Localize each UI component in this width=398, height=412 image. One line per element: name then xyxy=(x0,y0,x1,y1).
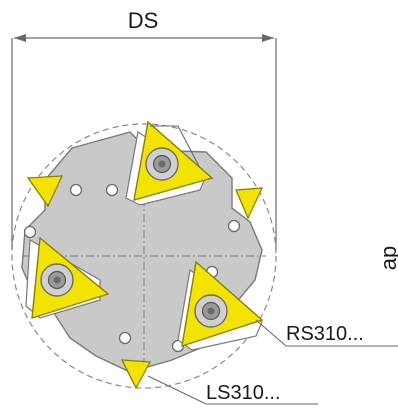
rs-callout: RS310... xyxy=(286,323,364,345)
insert-left xyxy=(31,236,110,319)
ap-label: ap xyxy=(376,246,398,270)
insert-right xyxy=(181,260,264,348)
insert-top xyxy=(133,120,214,201)
edge-inserts xyxy=(26,175,264,390)
leader-lines xyxy=(147,125,398,405)
ls-callout: LS310... xyxy=(206,382,281,404)
coolant-holes xyxy=(23,183,241,353)
ds-label: DS xyxy=(128,8,159,33)
outer-diameter-circle xyxy=(11,123,277,389)
ds-dimension xyxy=(11,34,277,250)
